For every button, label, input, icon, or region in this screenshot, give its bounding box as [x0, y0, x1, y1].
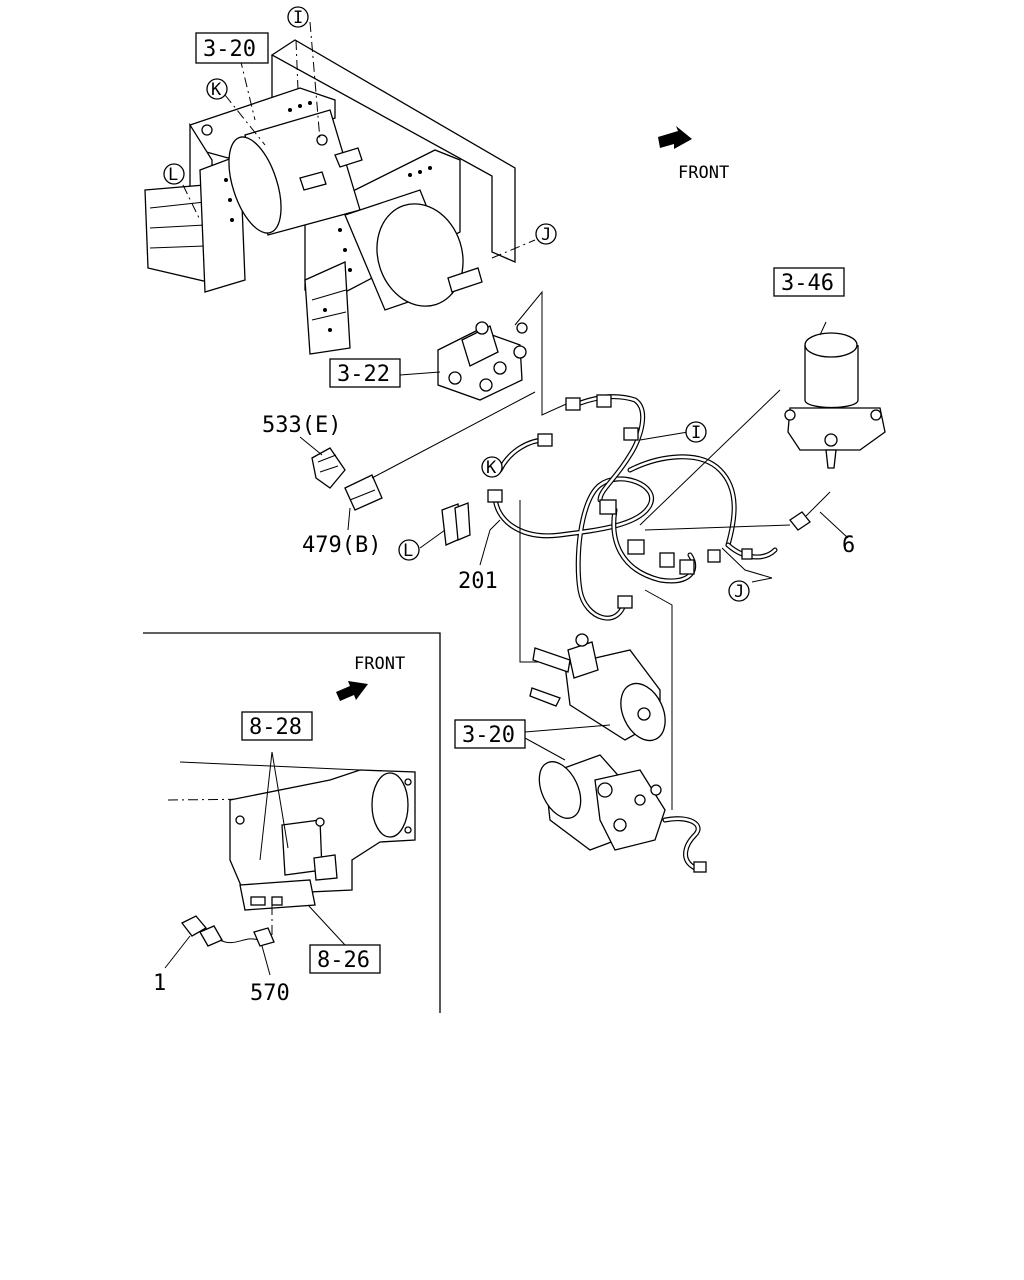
ref-3-20-top-label: 3-20	[203, 37, 256, 62]
part-201-label: 201	[458, 569, 498, 594]
part-201: 201	[458, 519, 501, 594]
ref-3-20-mid-label: 3-20	[462, 723, 515, 748]
front-arrow-top: FRONT	[658, 126, 729, 183]
compressor-upper	[529, 633, 666, 742]
callout-K-mid-label: K	[486, 458, 497, 478]
callout-I-top-label: I	[293, 8, 303, 28]
callout-I-top: I	[287, 6, 309, 28]
ref-8-26: 8-26	[309, 944, 381, 974]
front-arrow-inset: FRONT	[336, 654, 405, 701]
part-1-label: 1	[153, 971, 166, 996]
compressor-lower	[538, 754, 707, 873]
callout-L-top: L	[163, 163, 185, 185]
callout-I-mid-label: I	[691, 423, 701, 443]
callout-J-top: J	[535, 223, 557, 245]
front-label-top: FRONT	[678, 163, 729, 183]
front-label-inset: FRONT	[354, 654, 405, 674]
callout-L-mid: L	[398, 539, 420, 561]
inset-panel: FRONT	[143, 632, 441, 1013]
connector-479: 479(B)	[302, 391, 536, 558]
ref-8-28: 8-28	[241, 711, 313, 741]
clip-533: 533(E)	[262, 413, 346, 489]
callout-K-top-label: K	[211, 80, 222, 100]
air-dryer	[784, 321, 886, 469]
callout-J-mid: J	[728, 580, 750, 602]
wiring-harness	[487, 389, 791, 810]
callout-L-mid-label: L	[403, 541, 413, 561]
ref-8-26-label: 8-26	[317, 948, 370, 973]
ref-3-20-top: 3-20	[195, 32, 269, 64]
ref-3-46: 3-46	[773, 267, 845, 297]
part-533-label: 533(E)	[262, 413, 341, 438]
callout-K-top: K	[206, 78, 228, 100]
callout-K-mid: K	[481, 456, 503, 478]
callout-J-mid-label: J	[734, 582, 744, 602]
callout-J-top-label: J	[541, 225, 551, 245]
ref-3-46-label: 3-46	[781, 271, 834, 296]
sensor-6: 6	[789, 491, 855, 558]
connector-block-L	[419, 502, 471, 549]
frame-tank-assembly	[144, 21, 536, 355]
ref-3-22-label: 3-22	[337, 362, 390, 387]
ref-8-28-label: 8-28	[249, 715, 302, 740]
ref-3-22: 3-22	[329, 358, 401, 388]
part-6-label: 6	[842, 533, 855, 558]
callout-I-mid: I	[685, 421, 707, 443]
part-570-label: 570	[250, 981, 290, 1006]
callout-L-top-label: L	[168, 165, 178, 185]
ref-3-20-mid: 3-20	[454, 719, 611, 761]
valve-assembly	[399, 290, 576, 416]
part-479-label: 479(B)	[302, 533, 381, 558]
